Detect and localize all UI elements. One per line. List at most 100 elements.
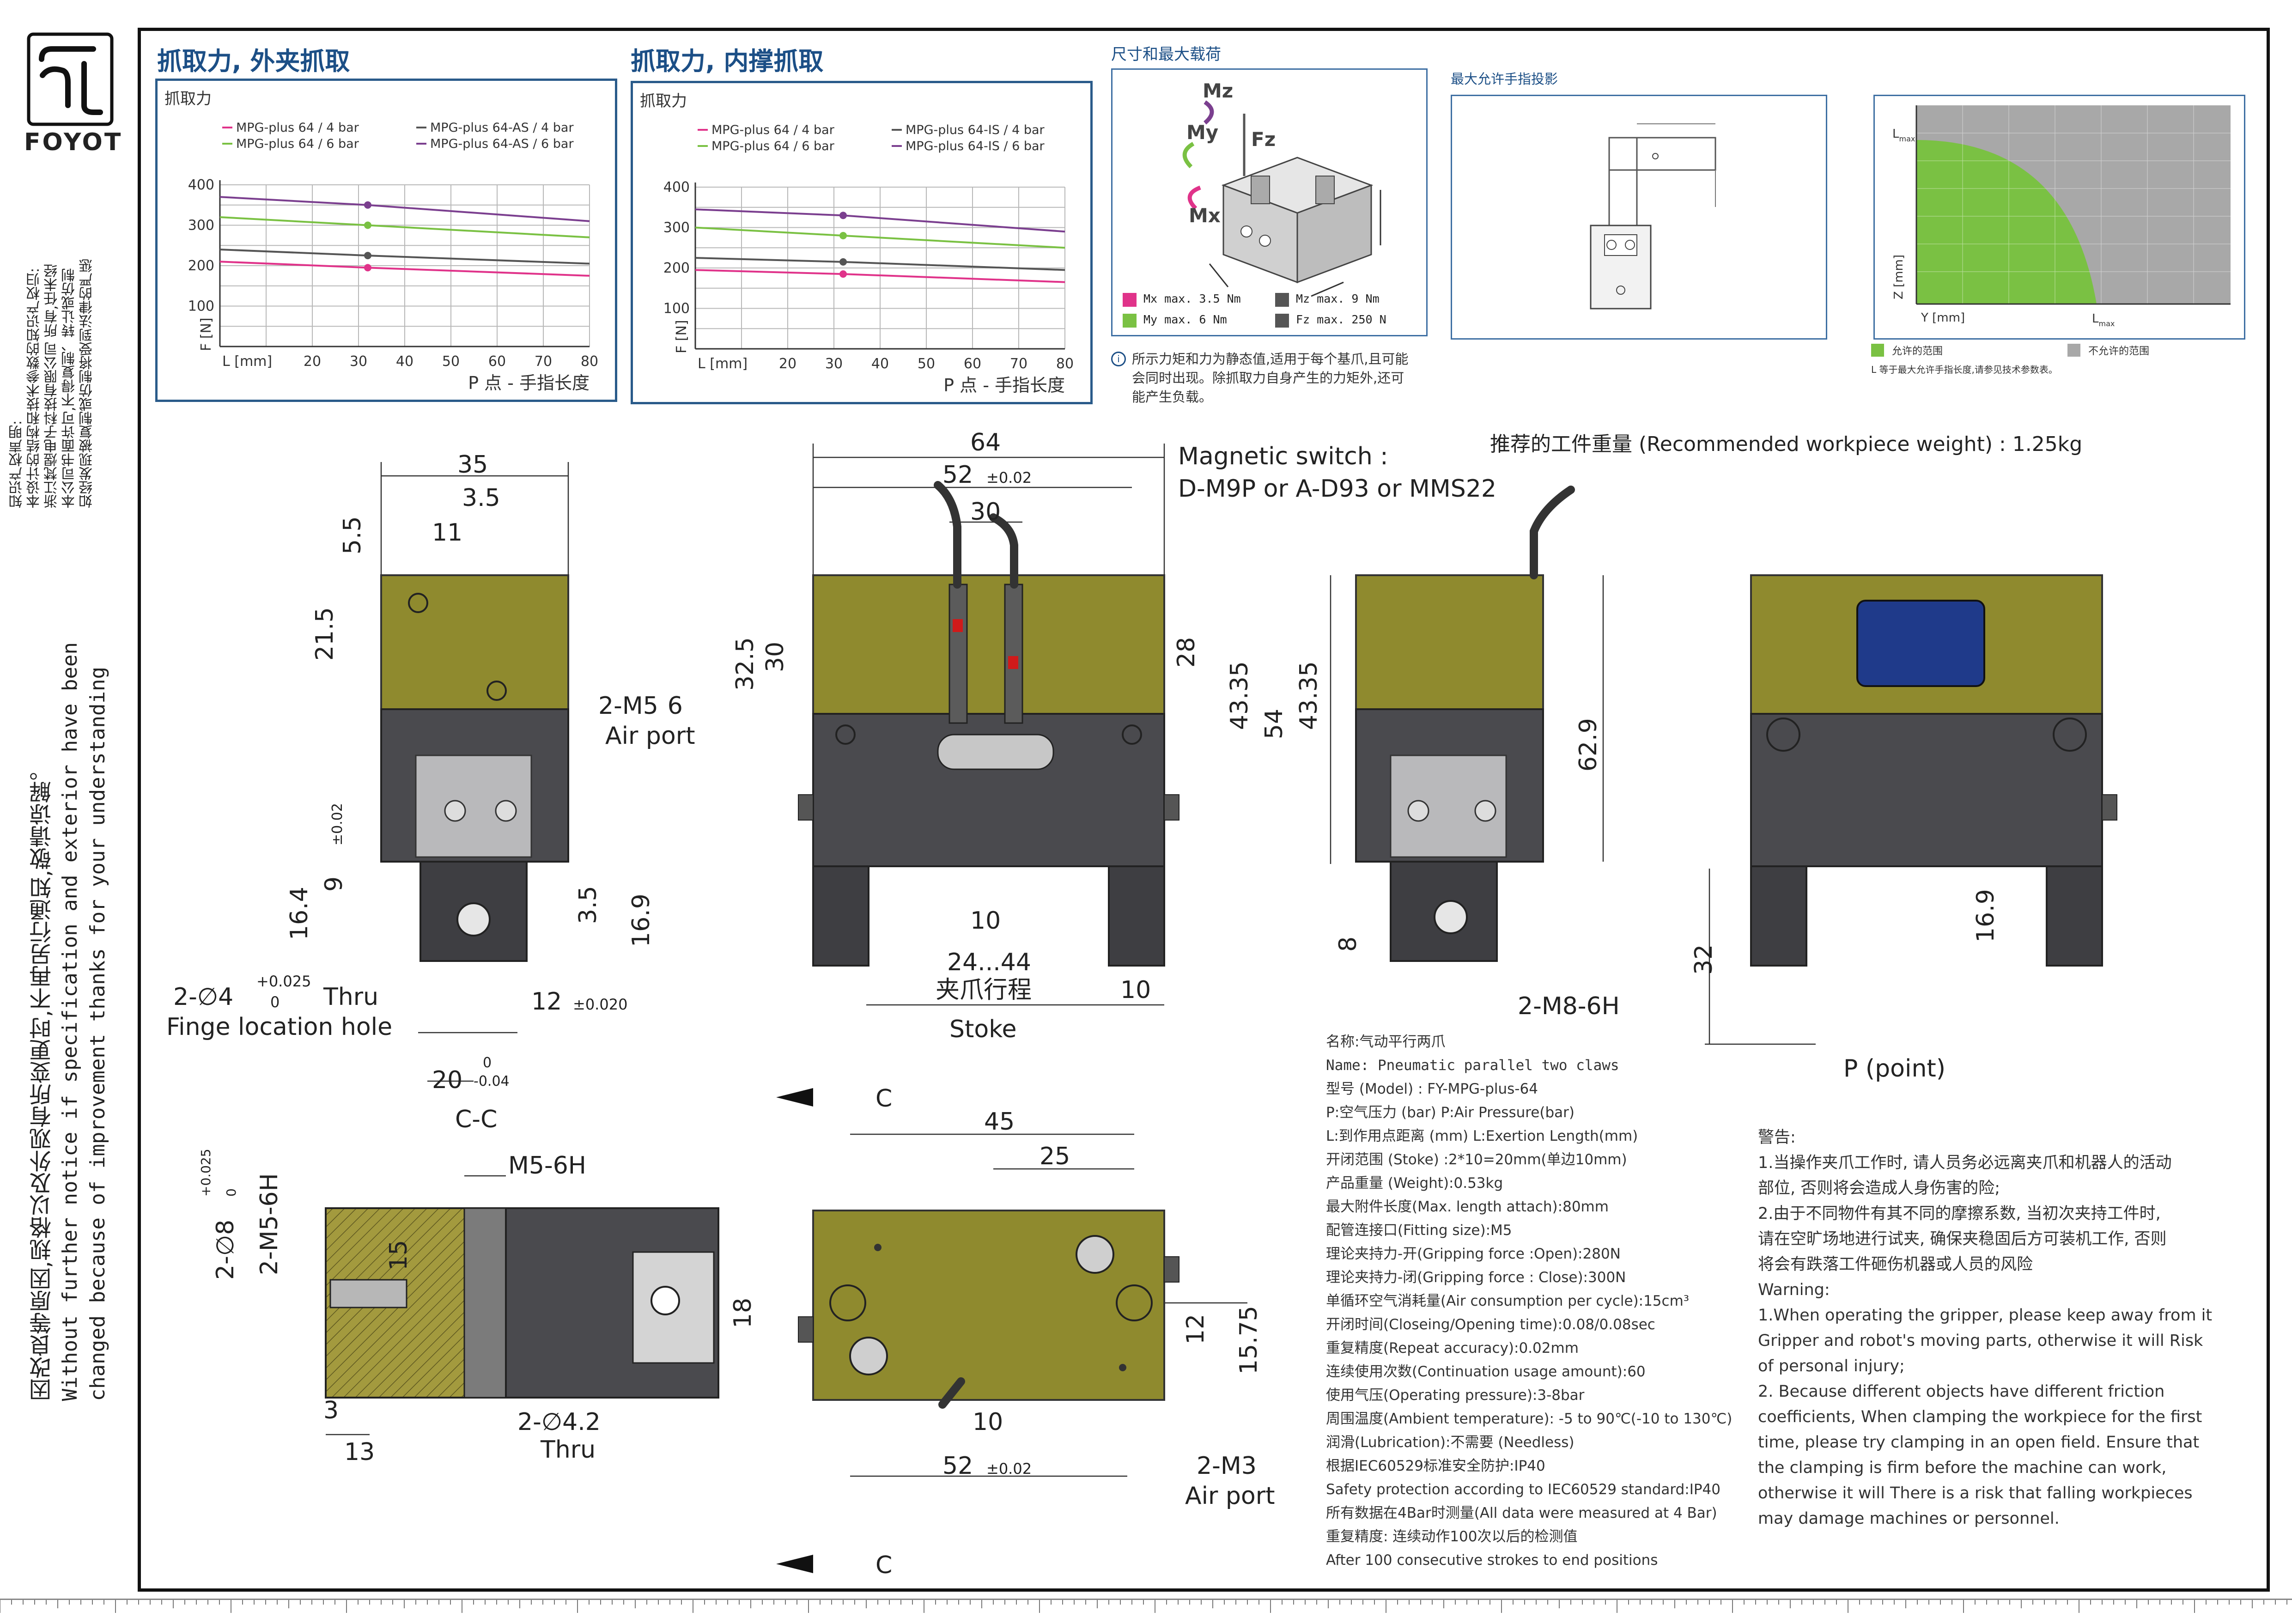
x-tick-label: 30 [350,353,367,370]
warning-line: 部位, 否则将会造成人身伤害的险; [1758,1179,2000,1198]
warning-line: the clamping is firm before the machine … [1758,1459,2167,1477]
spec-line: 重复精度: 连续动作100次以后的检测值 [1326,1528,1578,1545]
drawing-frame [138,28,2270,1592]
x-tick-label: 80 [581,353,598,370]
back-view [1750,574,2117,967]
legend-label: MPG-plus 64 / 4 bar [236,121,359,135]
dim-11: 11 [432,519,462,547]
loads-note-2: 会同时出现。除抓取力自身产生的力矩外,还可 [1132,370,1404,386]
stroke-en: Stoke [949,1016,1016,1043]
dim-30b: 30 [761,642,789,672]
loads-note-1: 所示力矩和力为静态值,适用于每个基爪,且可能 [1132,351,1409,367]
load-text: Mx max. 3.5 Nm [1143,292,1241,305]
finger-hole-thru: Thru [323,983,378,1011]
spec-line: 连续使用次数(Continuation usage amount):60 [1326,1363,1646,1380]
x-tick-label: 60 [488,353,506,370]
load-text: My max. 6 Nm [1143,313,1227,326]
y-axis-label: F [N] [674,320,690,353]
dim-3-5: 3.5 [462,484,500,512]
legend-label: MPG-plus 64-IS / 4 bar [906,123,1045,137]
x-axis-caption: P 点 - 手指长度 [468,373,590,393]
projection-figure [1590,123,1716,310]
y-tick-label: 100 [188,298,214,315]
y-tick-label: 200 [663,260,690,276]
gripper-iso [1209,157,1381,297]
allowed-swatch [1871,344,1884,357]
dimension-lines [326,444,1816,1477]
recommended-weight: 推荐的工件重量 (Recommended workpiece weight) :… [1490,432,2083,456]
spec-line: 产品重量 (Weight):0.53kg [1326,1175,1503,1192]
m3-label: 2-M3 [1197,1452,1257,1480]
stroke-cn: 夹爪行程 [936,976,1032,1004]
x-tick-label: 70 [535,353,552,370]
finger-hole-tol-bot: 0 [270,993,280,1011]
limits-ymax: Lmax [1892,127,1915,143]
limits-figure: Lmax Lmax Y [mm] Z [mm] [1892,105,2231,328]
axis-mz-label: Mz [1203,79,1233,102]
warning-line: of personal injury; [1758,1357,1905,1375]
bottom-ruler [0,1599,2292,1622]
axis-mx-label: Mx [1189,204,1221,227]
series-point [839,212,847,219]
top-view [798,1210,1179,1409]
dim-64: 64 [970,429,1001,456]
finger-hole-2: Finge location hole [166,1013,392,1041]
warning-line: Gripper and robot's moving parts, otherw… [1758,1332,2203,1350]
warning-line: Warning: [1758,1281,1830,1299]
phi42: 2-∅4.2 [517,1408,601,1436]
warning-line: 2. Because different objects have differ… [1758,1382,2165,1401]
limits-xlabel: Y [mm] [1921,311,1965,325]
loads-title: 尺寸和最大载荷 [1111,45,1221,64]
phi8-tol2: 0 [224,1188,239,1197]
load-text: Mz max. 9 Nm [1296,292,1380,305]
dim-12b: 12 [1182,1314,1210,1344]
y-tick-label: 200 [188,258,214,274]
dim-16-9b: 16.9 [1972,889,2000,943]
legend-label: MPG-plus 64-IS / 6 bar [906,139,1045,153]
dim-13: 13 [344,1438,375,1466]
spec-line: 名称:气动平行两爪 [1326,1034,1446,1050]
legend-label: MPG-plus 64 / 6 bar [236,137,359,151]
dim-5-5: 5.5 [339,516,366,554]
dim-35: 35 [457,451,488,479]
section-c-top: C [875,1085,892,1113]
dim-15-75: 15.75 [1235,1306,1263,1375]
warning-line: 请在空旷场地进行试夹, 确保夹稳固后方可装机工作, 否则 [1758,1230,2167,1248]
phi8-tol: +0.025 [198,1149,213,1197]
projection-title: 最大允许手指投影 [1451,71,1558,87]
spec-line: Safety protection according to IEC60529 … [1326,1481,1721,1498]
dim-16-9: 16.9 [627,894,655,947]
dim-18: 18 [729,1298,757,1328]
limits-footnote: L 等于最大允许手指长度,请参见技术参数表。 [1871,364,2058,375]
limits-ylabel: Z [mm] [1892,255,1906,299]
loads-note-3: 能产生负载。 [1132,389,1213,405]
axis-fz-label: Fz [1251,128,1276,151]
logo: FOYOT [24,31,121,165]
inner-chart-title: 抓取力, 内撑抓取 [631,47,824,76]
dim-15: 15 [385,1240,413,1271]
dim-3-5b: 3.5 [574,886,602,924]
dim-25: 25 [1040,1143,1070,1170]
allowed-area [1916,140,2097,304]
front-view [798,481,1179,967]
y-axis-label: F [N] [198,317,214,351]
spec-line: 重复精度(Repeat accuracy):0.02mm [1326,1340,1579,1356]
spec-line: 配管连接口(Fitting size):M5 [1326,1222,1512,1239]
spec-line: 使用气压(Operating pressure):3-8bar [1326,1387,1585,1404]
warning-line: coefficients, When clamping the workpiec… [1758,1408,2202,1426]
spec-line: 润滑(Lubrication):不需要 (Needless) [1326,1434,1575,1451]
load-swatch [1275,293,1289,307]
dim-45: 45 [984,1108,1015,1136]
finger-hole-tol-top: +0.025 [256,973,311,990]
x-tick-label: 60 [964,356,981,372]
warning-line: otherwise it will There is a risk that f… [1758,1484,2193,1502]
x-tick-label: 20 [779,356,796,372]
warning-line: 2.由于不同物件有其不同的摩擦系数, 当初次夹持工件时, [1758,1204,2161,1223]
allowed-label: 允许的范围 [1892,346,1943,357]
m5-6h-v: 2-M5-6H [255,1173,283,1275]
series-point [839,258,847,266]
dim-52b-tol: ±0.02 [986,1460,1032,1478]
